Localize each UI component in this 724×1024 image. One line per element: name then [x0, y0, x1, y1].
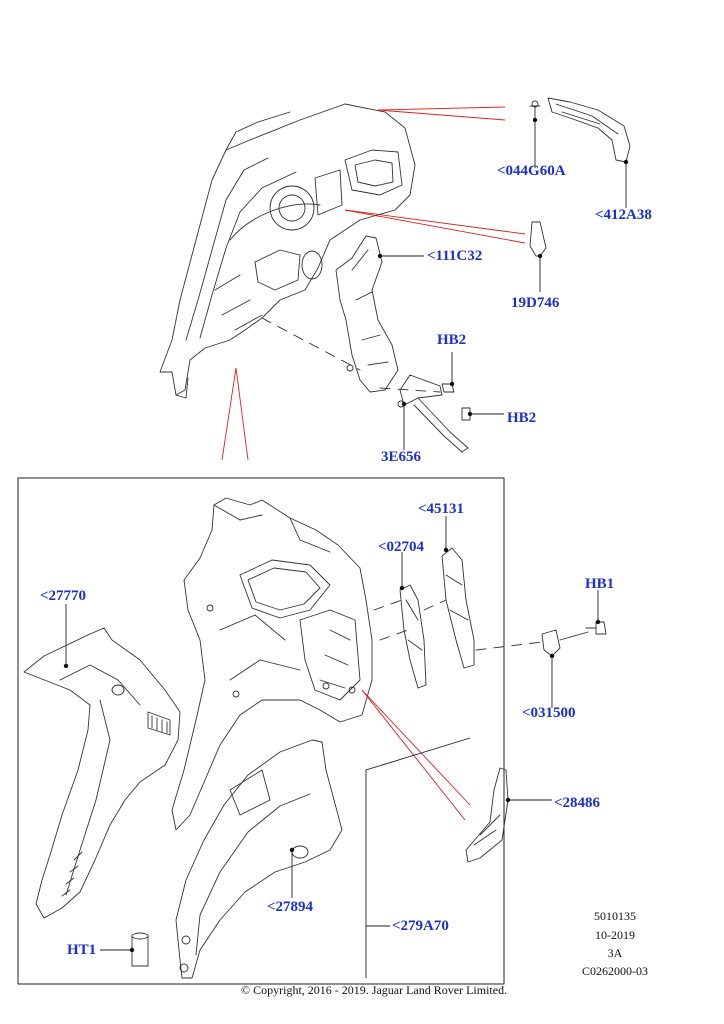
callout-leaders — [65, 120, 627, 978]
gutter-channel-illustration — [547, 97, 631, 163]
callout-hb2-right[interactable]: HB2 — [507, 410, 537, 426]
callout-27894[interactable]: <27894 — [267, 899, 314, 915]
grommet-19d746-illustration — [529, 221, 547, 257]
bracket-02704-illustration — [399, 584, 427, 689]
callout-hb1[interactable]: HB1 — [585, 576, 615, 592]
bolt-hb1-illustration — [585, 621, 607, 635]
callout-19d746[interactable]: 19D746 — [511, 295, 560, 311]
callout-111c32[interactable]: <111C32 — [427, 248, 483, 264]
bracket-3e656-illustration — [397, 374, 469, 453]
leader-dots — [63, 117, 629, 953]
inner-quarter-structure-illustration — [171, 497, 373, 831]
quarter-pillar-panel-27770-illustration — [23, 627, 181, 919]
quarter-panel-assembly-illustration — [159, 103, 416, 399]
callout-28486[interactable]: <28486 — [554, 795, 601, 811]
callout-044g60a[interactable]: <044G60A — [497, 163, 566, 179]
hb1-assembly-line — [559, 631, 589, 641]
bracket-45131-illustration — [441, 547, 475, 669]
callout-031500[interactable]: <031500 — [522, 705, 576, 721]
callout-ht1[interactable]: HT1 — [67, 942, 97, 958]
callout-hb2-top[interactable]: HB2 — [437, 332, 467, 348]
drawing-number: 5010135 — [594, 909, 636, 923]
drawing-revision: 3A — [607, 946, 623, 960]
callout-279a70[interactable]: <279A70 — [392, 918, 449, 934]
exploded-view-frame — [17, 477, 505, 985]
bracket-28486-illustration — [465, 767, 509, 863]
callout-27770[interactable]: <27770 — [40, 588, 87, 604]
callout-412a38[interactable]: <412A38 — [595, 207, 652, 223]
wheelhouse-inner-27894-illustration — [175, 739, 343, 979]
pillar-reinforcement-upper-illustration — [335, 235, 399, 393]
assembly-dashed-lines — [261, 317, 543, 651]
bracket-031500-illustration — [541, 629, 561, 657]
callout-3e656[interactable]: 3E656 — [381, 449, 422, 465]
callout-45131[interactable]: <45131 — [418, 501, 465, 517]
red-detail-leaders — [221, 106, 526, 821]
bolt-hb2-illustrations — [441, 383, 483, 421]
stud-044g60a-illustration — [529, 100, 541, 121]
drawing-code: C0262000-03 — [582, 964, 648, 978]
copyright-notice: © Copyright, 2016 - 2019. Jaguar Land Ro… — [241, 983, 508, 997]
drawing-date: 10-2019 — [595, 928, 635, 942]
sleeve-ht1-illustration — [131, 932, 149, 967]
callout-02704[interactable]: <02704 — [378, 539, 425, 555]
